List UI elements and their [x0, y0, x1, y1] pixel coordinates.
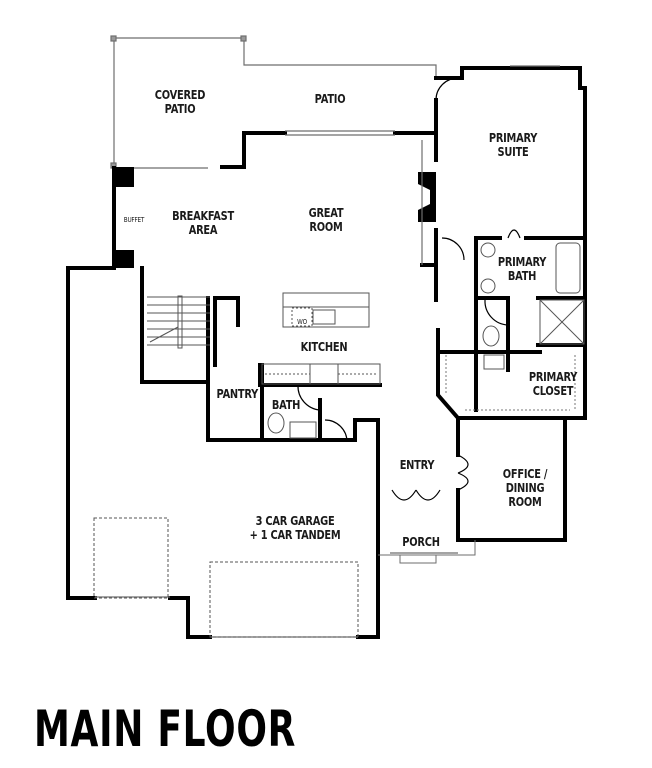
label-primary-closet: PRIMARY CLOSET [528, 370, 578, 398]
walls [66, 66, 587, 639]
label-pantry: PANTRY [216, 387, 259, 401]
label-porch: PORCH [402, 535, 440, 549]
label-patio: PATIO [314, 92, 346, 106]
bath-fixtures [267, 242, 585, 439]
label-wo: WO [297, 318, 307, 326]
closet-shelves [445, 355, 576, 411]
garage-doors [93, 517, 359, 638]
label-primary-suite: PRIMARY SUITE [488, 131, 538, 159]
doors [297, 77, 521, 501]
label-office-dining: OFFICE / DINING ROOM [502, 467, 548, 509]
solid-blocks [114, 167, 436, 268]
label-great-room: GREAT ROOM [308, 206, 344, 234]
page-title: MAIN FLOOR [34, 700, 297, 758]
kitchen-island [282, 292, 370, 328]
label-buffet: BUFFET [123, 216, 145, 224]
label-entry: ENTRY [399, 458, 435, 472]
label-kitchen: KITCHEN [300, 340, 348, 354]
porch-outline [378, 540, 476, 564]
kitchen-counter [261, 363, 381, 385]
stairs [147, 295, 210, 349]
label-breakfast-area: BREAKFAST AREA [172, 209, 234, 237]
patio-outline [110, 35, 437, 169]
label-primary-bath: PRIMARY BATH [497, 255, 547, 283]
label-garage: 3 CAR GARAGE + 1 CAR TANDEM [249, 514, 341, 542]
label-bath: BATH [271, 398, 301, 412]
label-covered-patio: COVERED PATIO [154, 88, 206, 116]
